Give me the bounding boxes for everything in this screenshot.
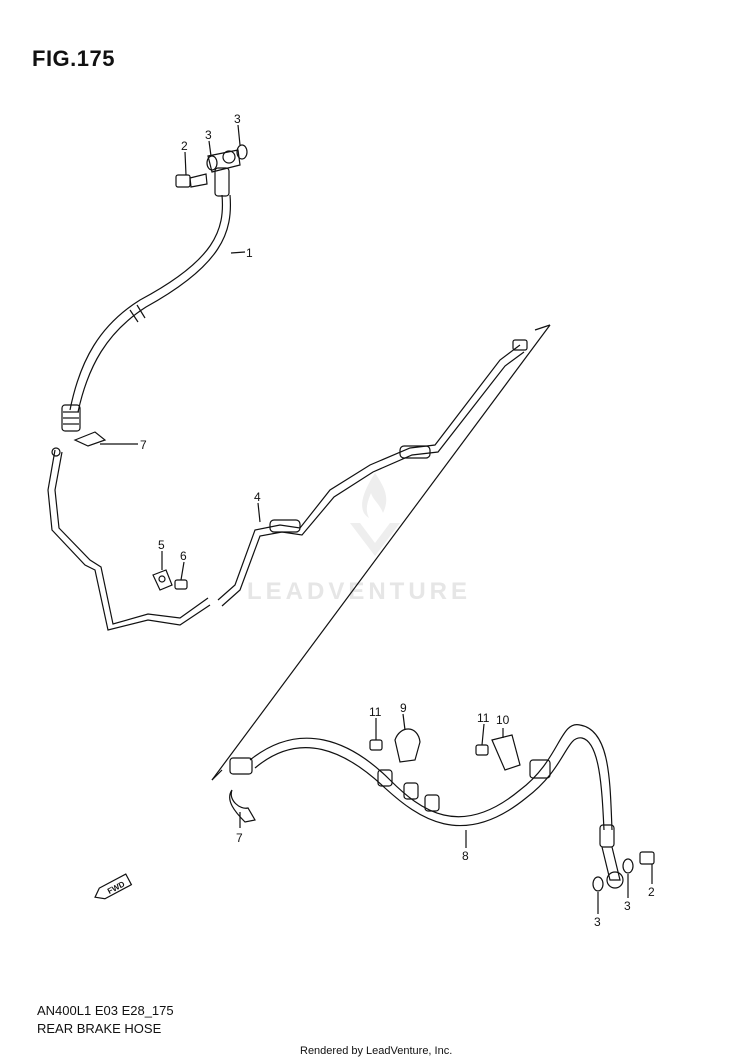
callout-3: 3 [234, 112, 241, 126]
brake-pipe [47, 339, 528, 631]
banjo-bolt-upper [175, 173, 208, 188]
section-divider-tick [534, 324, 551, 331]
callout-1: 1 [246, 246, 253, 260]
figure-title: FIG.175 [32, 46, 115, 71]
callout-9: 9 [400, 701, 407, 715]
callout-2: 2 [648, 885, 655, 899]
banjo-bolt-lower [639, 851, 655, 865]
callout-6: 6 [180, 549, 187, 563]
callout-11: 11 [369, 705, 382, 719]
washer-upper-1 [206, 155, 218, 171]
bolt-11a [369, 739, 383, 751]
diagram-caption: REAR BRAKE HOSE [37, 1021, 162, 1036]
callout-2: 2 [181, 139, 188, 153]
bolt-6 [174, 579, 188, 590]
bolt-11b [475, 744, 489, 756]
callout-3: 3 [594, 915, 601, 929]
clamp-9 [394, 728, 421, 763]
callout-11: 11 [477, 711, 490, 725]
watermark-logo-icon [350, 473, 400, 556]
section-divider-line [211, 324, 551, 781]
callout-7: 7 [140, 438, 147, 452]
callout-5: 5 [158, 538, 165, 552]
brake-hose-upper [61, 149, 241, 432]
callout-4: 4 [254, 490, 261, 504]
callout-8: 8 [462, 849, 469, 863]
fwd-arrow-icon: FWD [94, 873, 133, 900]
rendered-by-credit: Rendered by LeadVenture, Inc. [300, 1045, 453, 1057]
washer-lower-1 [622, 858, 634, 874]
clamp-upper [73, 431, 107, 447]
washer-upper-2 [236, 144, 248, 160]
bracket-5 [152, 569, 173, 591]
callout-7: 7 [236, 831, 243, 845]
section-divider-tick [211, 769, 223, 781]
watermark-text: LEADVENTURE [247, 578, 472, 605]
brake-hose-lower [229, 724, 624, 889]
washer-lower-2 [592, 876, 604, 892]
callout-10: 10 [496, 713, 510, 727]
callout-3: 3 [205, 128, 212, 142]
clamp-lower [229, 789, 256, 823]
callout-3: 3 [624, 899, 631, 913]
clamp-10 [491, 734, 521, 771]
model-code: AN400L1 E03 E28_175 [37, 1003, 174, 1018]
